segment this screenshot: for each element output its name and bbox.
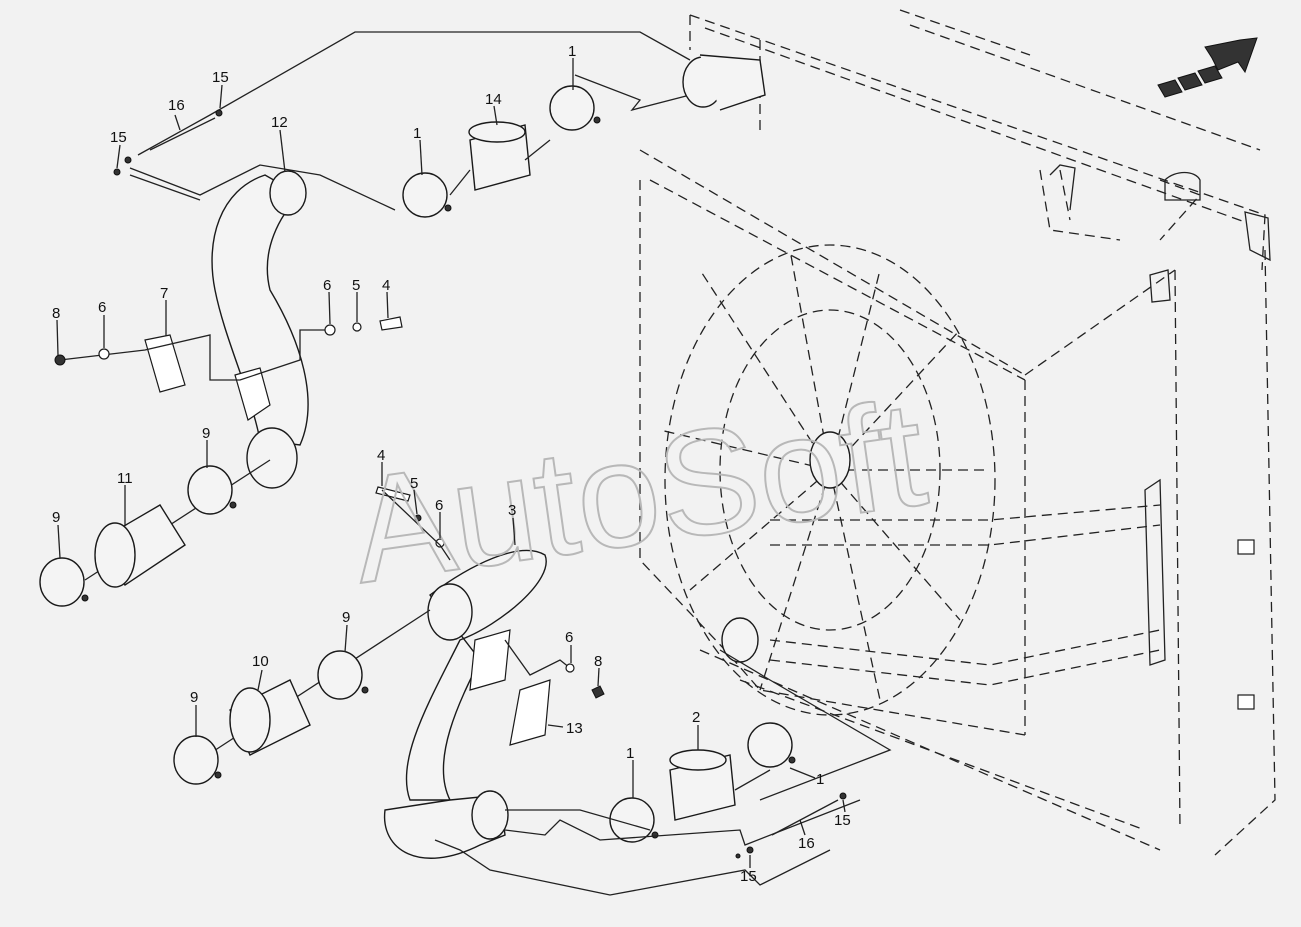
lower-pipe-route — [173, 486, 892, 896]
callout-12: 12 — [271, 114, 288, 131]
callout-16: 16 — [798, 835, 815, 852]
callout-11: 11 — [117, 470, 133, 487]
callout-2: 2 — [692, 709, 700, 726]
callout-6: 6 — [565, 629, 573, 646]
callout-7: 7 — [160, 285, 168, 302]
watermark: AutoSoft — [342, 368, 935, 614]
callout-leaders — [56, 58, 846, 868]
callout-8: 8 — [594, 653, 602, 670]
callout-9: 9 — [52, 509, 60, 526]
callout-6: 6 — [98, 299, 106, 316]
callout-4: 4 — [382, 277, 390, 294]
callout-4: 4 — [377, 447, 385, 464]
callout-1: 1 — [626, 745, 634, 762]
callout-9: 9 — [342, 609, 350, 626]
callout-9: 9 — [190, 689, 198, 706]
callout-15: 15 — [834, 812, 851, 829]
callout-10: 10 — [252, 653, 269, 670]
callout-1: 1 — [816, 771, 824, 788]
direction-arrow-icon — [1157, 37, 1258, 98]
callout-15: 15 — [110, 129, 127, 146]
callout-8: 8 — [52, 305, 60, 322]
callout-15: 15 — [212, 69, 229, 86]
callout-1: 1 — [413, 125, 421, 142]
upper-pipe-route — [113, 31, 766, 489]
bracket-group — [54, 316, 403, 393]
callout-14: 14 — [485, 91, 502, 108]
callout-6: 6 — [323, 277, 331, 294]
callout-6: 6 — [435, 497, 443, 514]
callout-labels: 1 1 1 1 2 3 4 4 5 5 6 6 6 6 7 8 8 9 9 9 … — [52, 43, 851, 885]
callout-5: 5 — [352, 277, 360, 294]
callout-5: 5 — [410, 475, 418, 492]
callout-15: 15 — [740, 868, 757, 885]
callout-9: 9 — [202, 425, 210, 442]
callout-16: 16 — [168, 97, 185, 114]
callout-3: 3 — [508, 502, 516, 519]
hose-11-group — [39, 459, 271, 607]
callout-1: 1 — [568, 43, 576, 60]
callout-13: 13 — [566, 720, 583, 737]
radiator-assembly — [639, 9, 1276, 856]
